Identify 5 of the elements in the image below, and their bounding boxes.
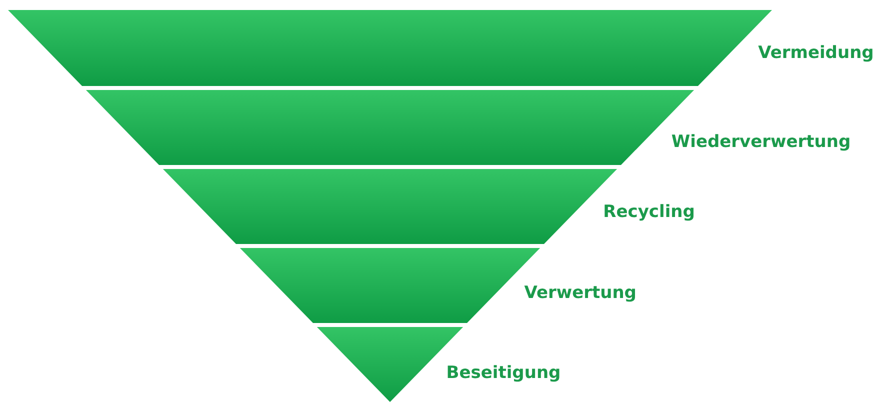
level-label: Vermeidung [758, 43, 874, 63]
level-label: Verwertung [524, 283, 636, 303]
level-label: Wiederverwertung [671, 132, 851, 152]
level-label: Beseitigung [446, 363, 561, 383]
level-label: Recycling [603, 202, 695, 222]
